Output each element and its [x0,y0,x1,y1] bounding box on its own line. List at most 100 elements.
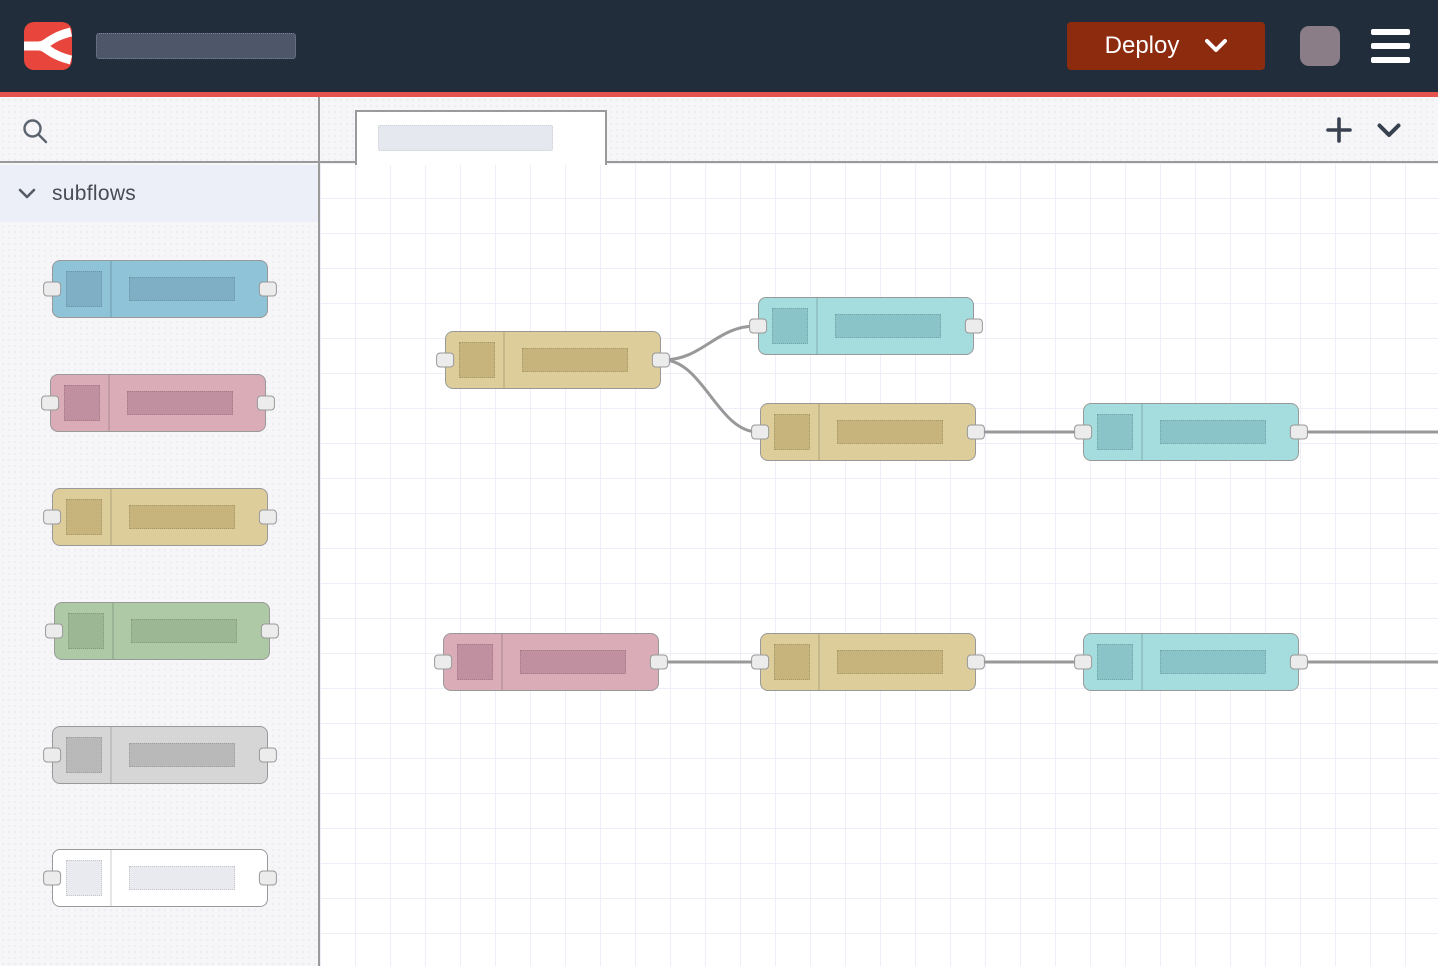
node-output-port[interactable] [258,870,277,886]
header-bar: Deploy [0,0,1438,92]
node-input-port[interactable] [749,318,768,334]
plus-icon [1326,117,1352,143]
palette-search[interactable] [0,97,318,163]
flow-node-cyan[interactable] [749,297,983,355]
flow-node-yellow[interactable] [751,633,985,691]
node-divider [112,603,114,659]
node-label-skeleton [837,650,943,674]
palette-category-subflows[interactable]: subflows [0,165,318,222]
wire[interactable] [661,358,760,434]
node-label-skeleton [522,348,628,372]
node-icon-skeleton [66,271,102,307]
palette-node-blue[interactable] [43,260,277,318]
node-divider [818,404,820,460]
wire-layer [659,324,1438,664]
node-icon-skeleton [1097,644,1133,680]
palette-node-green[interactable] [45,602,279,660]
node-icon-skeleton [774,644,810,680]
header-accent-line [0,92,1438,97]
node-icon-skeleton [66,499,102,535]
node-divider [110,727,112,783]
node-input-port[interactable] [436,352,455,368]
node-input-port[interactable] [434,654,453,670]
node-red-logo [24,22,72,70]
node-input-port[interactable] [43,509,62,525]
node-divider [110,261,112,317]
node-icon-skeleton [68,613,104,649]
node-label-skeleton [1160,650,1266,674]
node-input-port[interactable] [43,747,62,763]
node-label-skeleton [131,619,237,643]
user-avatar[interactable] [1300,26,1340,66]
node-label-skeleton [129,866,235,890]
node-divider [108,375,110,431]
node-output-port[interactable] [649,654,668,670]
deploy-button[interactable]: Deploy [1067,22,1265,70]
node-output-port[interactable] [260,623,279,639]
chevron-down-icon [1377,123,1401,137]
tab-list-button[interactable] [1374,115,1404,145]
flow-node-cyan[interactable] [1074,403,1308,461]
node-output-port[interactable] [258,509,277,525]
node-divider [816,298,818,354]
node-icon-skeleton [772,308,808,344]
node-input-port[interactable] [1074,654,1093,670]
node-label-skeleton [127,391,233,415]
node-output-port[interactable] [966,424,985,440]
node-icon-skeleton [457,644,493,680]
flow-tab[interactable] [355,110,607,165]
palette-node-pink[interactable] [41,374,275,432]
node-icon-skeleton [774,414,810,450]
node-label-skeleton [129,743,235,767]
node-divider [1141,634,1143,690]
palette-category-label: subflows [52,181,137,205]
node-output-port[interactable] [258,747,277,763]
chevron-down-icon [1205,39,1228,52]
palette-node-yellow[interactable] [43,488,277,546]
node-output-port[interactable] [964,318,983,334]
node-input-port[interactable] [1074,424,1093,440]
flow-node-yellow[interactable] [751,403,985,461]
node-icon-skeleton [66,737,102,773]
node-output-port[interactable] [258,281,277,297]
node-input-port[interactable] [43,870,62,886]
node-label-skeleton [1160,420,1266,444]
node-icon-skeleton [1097,414,1133,450]
hamburger-menu-icon[interactable] [1371,29,1410,63]
node-divider [501,634,503,690]
node-label-skeleton [129,505,235,529]
node-label-skeleton [129,277,235,301]
node-input-port[interactable] [751,654,770,670]
node-input-port[interactable] [45,623,64,639]
node-label-skeleton [520,650,626,674]
flow-tab-label-skeleton [378,125,553,151]
node-divider [503,332,505,388]
node-input-port[interactable] [43,281,62,297]
node-divider [110,489,112,545]
node-output-port[interactable] [966,654,985,670]
wire[interactable] [661,324,758,362]
flow-node-pink[interactable] [434,633,668,691]
node-input-port[interactable] [751,424,770,440]
node-icon-skeleton [459,342,495,378]
flow-tab-bar [320,97,1438,165]
flow-node-yellow[interactable] [436,331,670,389]
node-output-port[interactable] [1289,654,1308,670]
node-output-port[interactable] [256,395,275,411]
add-flow-button[interactable] [1324,115,1354,145]
node-output-port[interactable] [651,352,670,368]
search-icon [23,119,48,144]
flow-canvas[interactable] [320,163,1438,966]
node-label-skeleton [835,314,941,338]
palette-node-gray[interactable] [43,726,277,784]
node-input-port[interactable] [41,395,60,411]
node-divider [110,850,112,906]
flow-node-cyan[interactable] [1074,633,1308,691]
node-divider [818,634,820,690]
node-output-port[interactable] [1289,424,1308,440]
palette-node-white[interactable] [43,849,277,907]
workspace [320,97,1438,966]
palette-node-list [0,222,318,966]
palette-sidebar: subflows [0,97,320,966]
logo-fork-icon [24,27,72,65]
